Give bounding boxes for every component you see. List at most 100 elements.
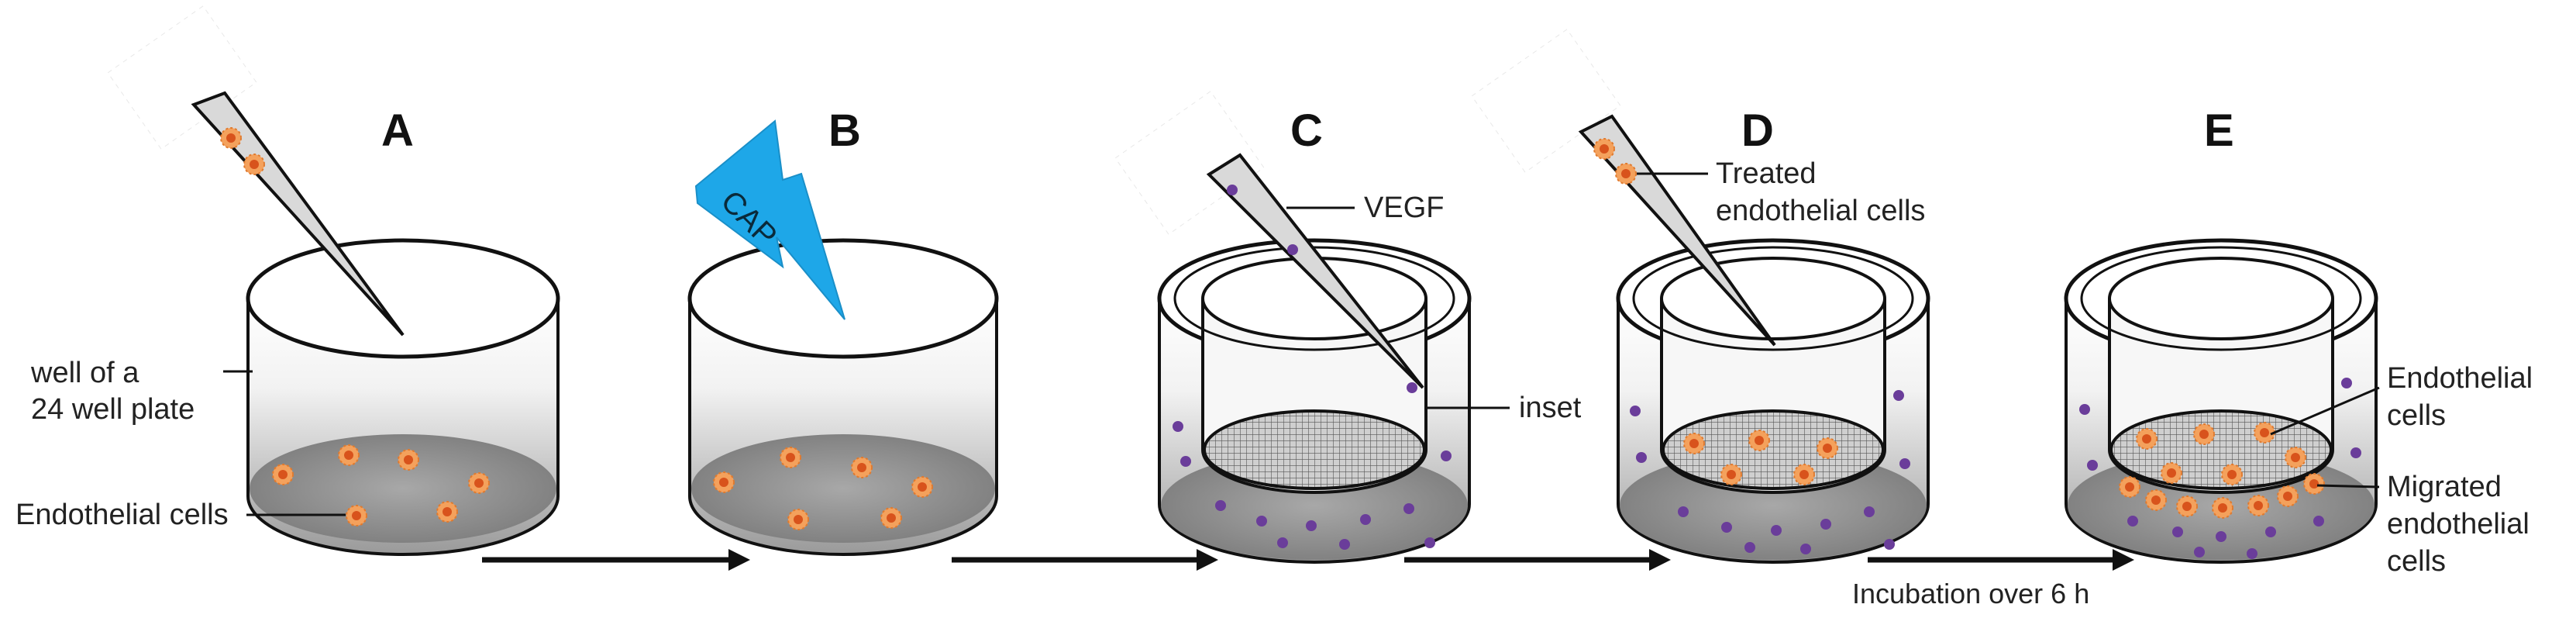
cell	[2136, 428, 2158, 450]
cell	[1748, 430, 1770, 451]
vegf-dot	[1884, 539, 1895, 550]
pipette-box	[107, 5, 257, 150]
vegf-dot	[1864, 506, 1875, 517]
cell	[1683, 433, 1705, 454]
cell	[2212, 497, 2233, 519]
panel-letter-b: B	[828, 105, 861, 156]
vegf-dot	[1287, 244, 1298, 255]
vegf-dot	[1678, 506, 1689, 517]
panel-letter-a: A	[381, 105, 414, 156]
vegf-dot	[2247, 548, 2257, 559]
cell	[220, 127, 242, 149]
pipette-box	[1114, 91, 1265, 235]
vegf-dot	[1306, 520, 1317, 531]
cell	[851, 457, 873, 478]
pipette-d	[1578, 114, 1776, 347]
cell	[2176, 495, 2198, 517]
cell	[398, 449, 419, 471]
cell	[780, 447, 801, 468]
vegf-dot	[1636, 452, 1647, 463]
cell	[468, 472, 490, 494]
vegf-dot	[1893, 390, 1904, 401]
cell	[1720, 464, 1742, 485]
cell	[436, 501, 458, 523]
cell	[2247, 495, 2269, 516]
cell	[2119, 476, 2140, 498]
panel-letter-e: E	[2204, 105, 2234, 156]
cell	[338, 444, 360, 466]
vegf-dot	[1744, 542, 1755, 553]
vegf-dot	[2313, 516, 2324, 527]
arrow-4: Incubation over 6 h	[1852, 549, 2134, 609]
cell	[243, 154, 265, 175]
label-e-endothelial-line1: Endothelial	[2387, 362, 2533, 395]
arrow-3	[1404, 549, 1671, 571]
migrated-leader	[2316, 484, 2380, 489]
label-well-line2: 24 well plate	[31, 393, 195, 426]
vegf-dot	[2172, 527, 2183, 537]
vegf-dot	[2216, 531, 2226, 542]
cap-bolt-icon: CAP	[694, 119, 845, 320]
label-endothelial-cells: Endothelial cells	[15, 499, 229, 531]
vegf-dot	[2194, 547, 2205, 558]
vegf-dot	[1227, 185, 1238, 195]
panel-letter-d: D	[1741, 105, 1774, 156]
well-c	[1157, 238, 1472, 564]
vegf-dot	[1360, 514, 1371, 525]
label-migrated-line1: Migrated	[2387, 471, 2502, 503]
cell	[2221, 464, 2243, 485]
vegf-dot	[1630, 406, 1641, 416]
panel-e: E	[2064, 105, 2533, 578]
vegf-dot	[1277, 537, 1288, 548]
cell	[1615, 163, 1637, 185]
vegf-dot	[1899, 458, 1910, 469]
cell	[911, 476, 933, 498]
cell	[2303, 473, 2325, 495]
cell	[2193, 423, 2215, 445]
vegf-dot	[1256, 516, 1267, 527]
vegf-dot	[1173, 421, 1183, 432]
vegf-dot	[1800, 544, 1811, 554]
well-a	[246, 238, 560, 556]
panel-a: A well of a 24 well plate End	[15, 5, 560, 556]
vegf-dot	[2350, 447, 2361, 458]
label-migrated-line3: cells	[2387, 545, 2446, 578]
cell	[713, 471, 735, 493]
cell	[2145, 489, 2167, 511]
vegf-dot	[1339, 539, 1350, 550]
cell	[787, 509, 809, 530]
label-inset: inset	[1519, 392, 1582, 424]
vegf-dot	[1771, 525, 1782, 536]
panel-letter-c: C	[1290, 105, 1323, 156]
vegf-dot	[2341, 378, 2352, 388]
label-treated-line1: Treated	[1716, 157, 1817, 190]
vegf-dot	[1403, 503, 1414, 514]
vegf-dot	[1721, 522, 1732, 533]
cell	[880, 507, 902, 529]
vegf-dot	[2127, 516, 2138, 527]
cell	[2277, 485, 2299, 507]
vegf-dot	[1180, 456, 1191, 467]
cell	[1817, 437, 1838, 459]
cell	[272, 464, 294, 485]
arrow-2	[952, 549, 1218, 571]
cell	[2285, 447, 2306, 468]
cell	[1593, 138, 1615, 160]
pipette-c	[1206, 153, 1424, 389]
vegf-dot	[2079, 404, 2090, 415]
label-migrated-line2: endothelial	[2387, 508, 2530, 540]
arrow-1	[482, 549, 750, 571]
label-e-endothelial-line2: cells	[2387, 399, 2446, 432]
vegf-dot	[1215, 500, 1226, 511]
label-treated-line2: endothelial cells	[1716, 195, 1925, 227]
well-b	[687, 238, 999, 556]
cell	[346, 505, 367, 527]
vegf-dot	[1441, 451, 1452, 461]
vegf-dot	[1407, 382, 1417, 393]
vegf-dot	[1820, 519, 1831, 530]
vegf-dot	[2087, 460, 2098, 471]
label-incubation: Incubation over 6 h	[1852, 578, 2089, 609]
label-well-line1: well of a	[30, 357, 139, 389]
vegf-dot	[2265, 527, 2276, 537]
